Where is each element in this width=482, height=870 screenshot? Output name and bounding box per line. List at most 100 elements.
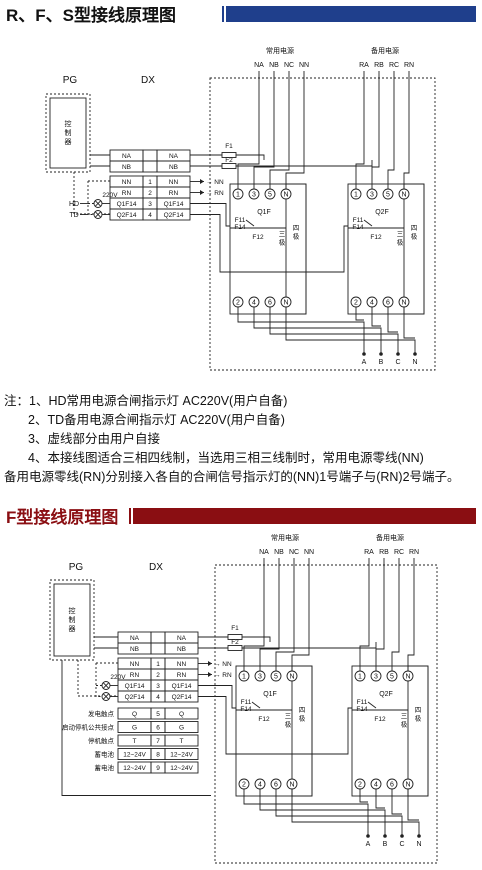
common-term-na: NA (254, 62, 264, 69)
extra-wire (61, 660, 211, 796)
backup-term-rc: RC (389, 62, 399, 69)
common-supply-1 (253, 71, 275, 189)
pg-label: PG (69, 562, 84, 573)
breaker-q2f-bottom-1-label: 4 (374, 782, 378, 789)
output-node-3 (413, 352, 417, 356)
dx-label: DX (141, 75, 155, 86)
breaker-q1f-switch (245, 219, 255, 227)
breaker-q2f-four-pole: 四 (415, 706, 422, 714)
output-n: N (412, 359, 417, 366)
extra-row-4-mid-text: 9 (156, 765, 160, 772)
breaker-q2f-f12: F12 (374, 716, 386, 723)
f2-label: F2 (231, 639, 239, 646)
out-q1f-2 (269, 307, 399, 354)
breaker-q1f-body (229, 183, 307, 315)
wire-ctrl-rows (77, 660, 118, 697)
row-rn-mid-text: 2 (156, 672, 160, 679)
breaker-q2f-top-2-label: 5 (386, 192, 390, 199)
row-nn-left-text: NN (130, 661, 140, 668)
breaker-q1f-bottom-2-label: 6 (274, 782, 278, 789)
breaker-q2f-bottom-0-label: 2 (354, 300, 358, 307)
backup-supply-1 (371, 71, 380, 189)
wire-f2-out (242, 642, 377, 649)
backup-term-rb: RB (374, 62, 384, 69)
extra-row-label-2: 停机触点 (88, 736, 115, 745)
breaker-q2f-bottom-3-label: N (405, 782, 410, 789)
breaker-q2f-label: Q2F (375, 209, 389, 216)
out-q2f-0 (355, 307, 364, 321)
breaker-q2f-body (347, 183, 425, 315)
controller-label: 控 (65, 119, 72, 128)
breaker-q1f-body (235, 665, 313, 797)
row-q1f14-mid-text: 3 (156, 683, 160, 690)
breaker-q1f-three-pole: 三 (285, 712, 292, 720)
output-c: C (395, 359, 400, 366)
breaker-q2f-f14: F14 (356, 706, 368, 713)
extra-row-3-right (164, 748, 199, 760)
backup-power-label: 备用电源 (371, 46, 399, 55)
breaker-q1f-top-2-label: 5 (268, 192, 272, 199)
section2-title-bar-mark (129, 508, 131, 524)
common-supply-3 (285, 71, 305, 189)
pg-label: PG (63, 75, 78, 86)
output-node-0 (362, 352, 366, 356)
lamp-common-wire (87, 181, 94, 215)
out-q2f-0 (359, 789, 368, 803)
breaker-q1f-four-pole: 四 (293, 224, 300, 232)
backup-supply-2 (391, 558, 400, 671)
out-q1f-3 (291, 789, 420, 836)
extra-row-1-left-text: G (132, 725, 137, 732)
f1-label: F1 (225, 143, 233, 150)
extra-row-2-left-text: T (133, 738, 137, 745)
breaker-q2f-four-pole: 极 (411, 232, 418, 241)
extra-row-2-mid-text: 7 (156, 738, 160, 745)
breaker-q1f-side (285, 183, 307, 315)
common-power-label: 常用电源 (266, 46, 294, 55)
note-1: 注：1、HD常用电源合闸指示灯 AC220V(用户自备) (4, 394, 288, 408)
row-rn-mid-text: 2 (148, 190, 152, 197)
breaker-q1f-side (291, 665, 313, 797)
extra-row-1-mid-text: 6 (156, 725, 160, 732)
row-nb-left-text: NB (130, 646, 139, 653)
common-supply-0 (243, 558, 265, 671)
breaker-q2f-bottom-1-label: 4 (370, 300, 374, 307)
row-na-left-text: NA (130, 635, 140, 642)
extra-row-1-right-text: G (179, 725, 184, 732)
breaker-q1f-top-2-label: 5 (274, 674, 278, 681)
extra-row-3-mid-text: 8 (156, 752, 160, 759)
breaker-q1f-top-0-label: 1 (236, 192, 240, 199)
controller-box (49, 97, 87, 169)
row-rn-left-text: RN (130, 672, 140, 679)
row-na-left-text: NA (122, 153, 132, 160)
breaker-q1f-bottom-0-label: 2 (236, 300, 240, 307)
extra-row-3-right-text: 12~24V (170, 752, 193, 759)
breaker-q2f-top-1-label: 3 (370, 192, 374, 199)
breaker-q2f-top-1-label: 3 (374, 674, 378, 681)
td-lamp-x2 (94, 211, 102, 218)
row-na-right-text: NA (177, 635, 187, 642)
row-q1f14-left-text: Q1F14 (117, 201, 137, 208)
row-q1f14-left-text: Q1F14 (125, 683, 145, 690)
breaker-q2f-top-2-label: 5 (390, 674, 394, 681)
section1-title-bar-mark (222, 6, 224, 22)
row-nn-right-text: NN (177, 661, 187, 668)
backup-supply-3 (407, 558, 415, 671)
breaker-q2f-switch (363, 219, 373, 227)
row-nb-right (164, 642, 199, 655)
breaker-q1f-bottom-3-label: N (283, 300, 288, 307)
breaker-q1f-switch (251, 701, 261, 709)
backup-term-ra: RA (359, 62, 369, 69)
common-power-label: 常用电源 (271, 533, 299, 542)
common-term-nc: NC (289, 549, 299, 556)
out-q1f-1 (253, 307, 382, 354)
output-node-1 (379, 352, 383, 356)
controller-box (53, 583, 91, 657)
breaker-q1f-three-pole: 极 (285, 720, 292, 729)
row-q1f14-right-text: Q1F14 (164, 201, 184, 208)
backup-term-rb: RB (379, 549, 389, 556)
breaker-q1f-bottom-3-label: N (289, 782, 294, 789)
out-q1f-0 (243, 789, 369, 836)
arrow-rn-head (200, 190, 204, 195)
controller-label: 制 (69, 615, 76, 624)
